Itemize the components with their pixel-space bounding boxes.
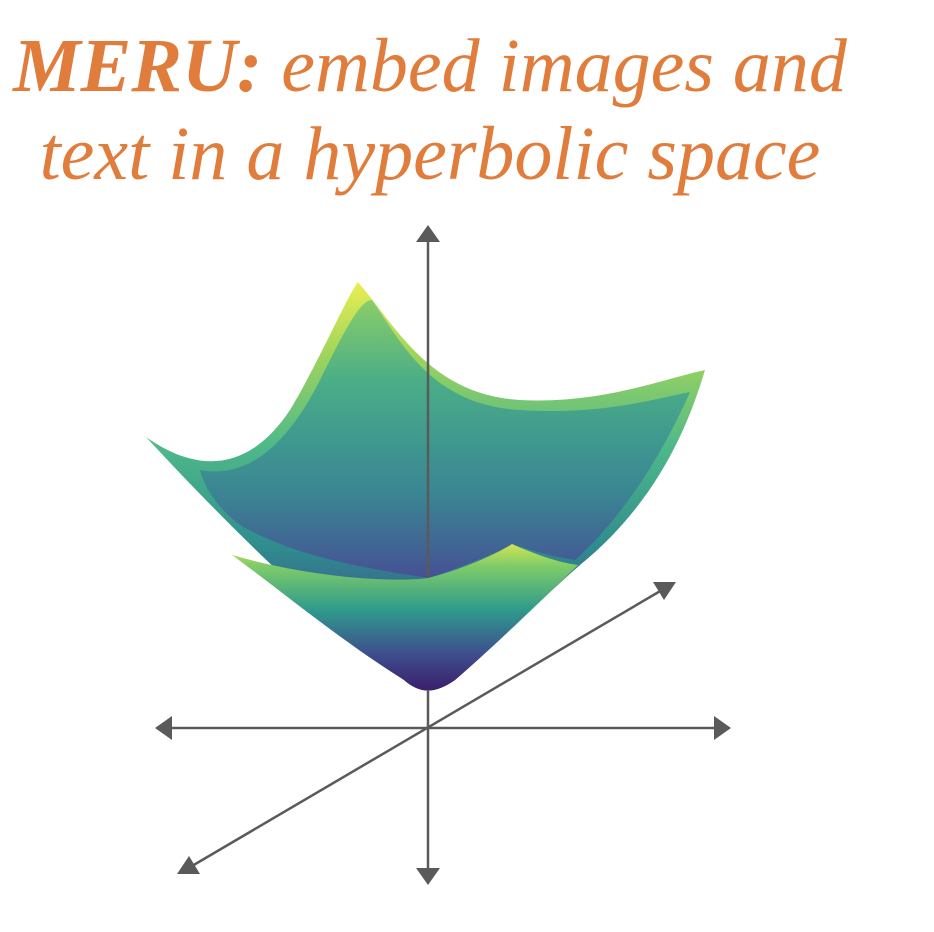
diagram-title: MERU: embed images and text in a hyperbo… [0, 22, 860, 198]
surface-inner-wall [200, 300, 690, 578]
arrowhead-right-icon [714, 716, 731, 740]
depth-axis-line [191, 588, 663, 868]
title-bold: MERU: [13, 24, 263, 108]
arrowhead-diagonal-up-icon [653, 582, 676, 600]
surface-front-lip [232, 544, 578, 691]
coordinate-axes [155, 225, 731, 885]
hyperboloid-surface [146, 282, 705, 691]
arrowhead-down-icon [416, 868, 440, 885]
title-line1: embed images and [262, 24, 847, 108]
title-line2: text in a hyperbolic space [39, 112, 821, 196]
arrowhead-up-icon [416, 225, 440, 242]
arrowhead-diagonal-down-icon [177, 856, 200, 874]
arrowhead-left-icon [155, 716, 172, 740]
